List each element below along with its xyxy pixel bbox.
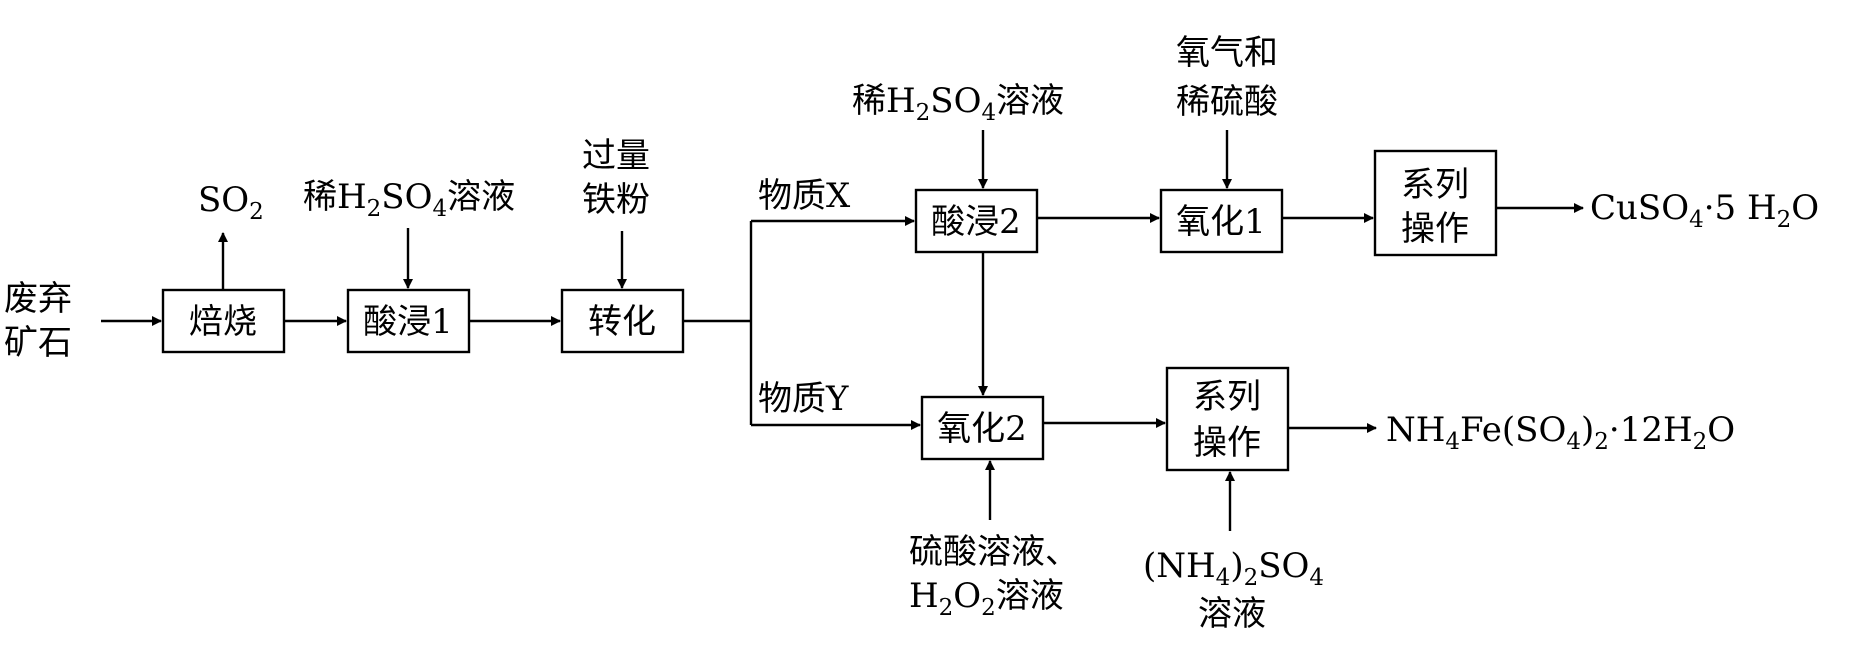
label-dilute-h2so4-2: 稀H2SO4溶液: [852, 81, 1064, 126]
label-waste-ore-line2: 矿石: [4, 323, 72, 363]
box-series-ops-1-line1: 系列: [1401, 165, 1469, 205]
box-convert-label: 转化: [588, 302, 656, 342]
line-convert-split: [683, 221, 753, 425]
box-roast-label: 焙烧: [189, 302, 257, 342]
box-oxidation2-label: 氧化2: [937, 409, 1027, 449]
box-series-ops-2-line1: 系列: [1193, 377, 1261, 417]
label-product-cuso4: CuSO4·5 H2O: [1590, 188, 1819, 233]
box-convert: 转化: [560, 288, 685, 354]
box-leach2: 酸浸2: [914, 188, 1039, 254]
label-so2: SO2: [198, 180, 264, 225]
label-excess-iron-line2: 铁粉: [582, 180, 650, 220]
box-oxidation1-label: 氧化1: [1176, 202, 1266, 242]
label-ammonium-sulfate-line2: 溶液: [1198, 594, 1266, 634]
box-leach1: 酸浸1: [346, 288, 471, 354]
label-h2o2-line1: 硫酸溶液、: [909, 532, 1079, 572]
box-series-ops-2: 系列 操作: [1165, 366, 1290, 472]
box-series-ops-2-line2: 操作: [1193, 423, 1261, 463]
box-series-ops-1-line2: 操作: [1401, 209, 1469, 249]
box-oxidation1: 氧化1: [1159, 188, 1284, 254]
label-dilute-h2so4-1: 稀H2SO4溶液: [303, 177, 515, 222]
box-leach2-label: 酸浸2: [931, 202, 1021, 242]
box-series-ops-1: 系列 操作: [1373, 149, 1498, 257]
box-oxidation2: 氧化2: [920, 395, 1045, 461]
box-leach1-label: 酸浸1: [363, 302, 453, 342]
label-oxygen-acid-line2: 稀硫酸: [1176, 82, 1278, 122]
label-product-ammonium-iron-sulfate: NH4Fe(SO4)2·12H2O: [1386, 410, 1735, 455]
label-oxygen-acid-line1: 氧气和: [1176, 33, 1278, 73]
label-branch-x: 物质X: [758, 176, 851, 216]
box-roast: 焙烧: [161, 288, 286, 354]
label-branch-y: 物质Y: [758, 379, 849, 419]
label-h2o2-line2: H2O2溶液: [909, 576, 1064, 621]
label-ammonium-sulfate-line1: (NH4)2SO4: [1143, 546, 1324, 591]
label-excess-iron-line1: 过量: [582, 136, 650, 176]
label-waste-ore-line1: 废弃: [4, 279, 72, 319]
